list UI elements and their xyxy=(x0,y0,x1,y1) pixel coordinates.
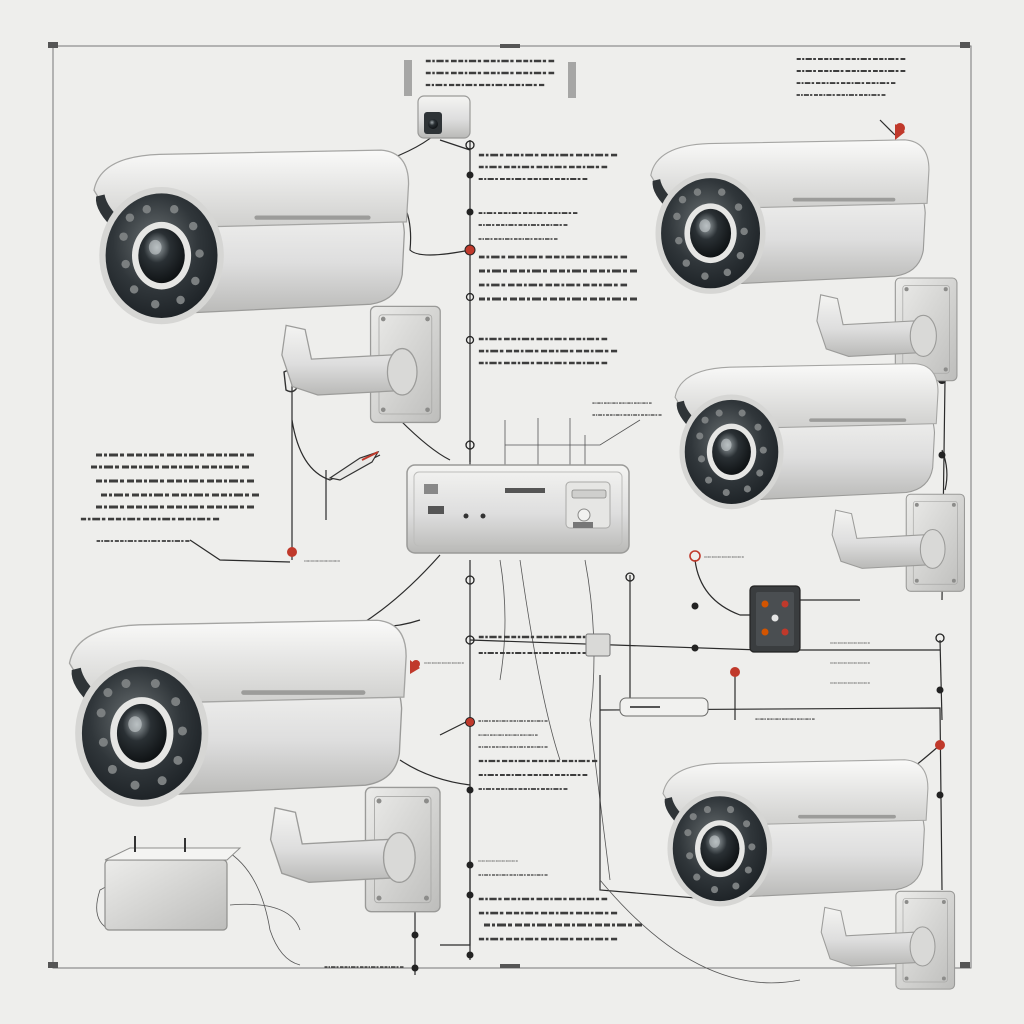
camera-bottom-right xyxy=(663,760,955,989)
note-right-label xyxy=(592,401,662,417)
note-center-2 xyxy=(478,337,618,365)
note-top-center xyxy=(404,59,576,98)
note-center-1 xyxy=(478,153,638,301)
power-supply-icon xyxy=(104,836,242,931)
note-left xyxy=(80,453,340,563)
junction-box-icon xyxy=(749,585,801,653)
camera-top-left xyxy=(94,150,440,422)
note-top-right xyxy=(796,57,906,97)
dvr-recorder-icon xyxy=(406,464,630,554)
note-lower-center xyxy=(478,719,598,791)
red-markers xyxy=(410,124,905,674)
frame-corner-marks xyxy=(48,42,970,968)
note-mid-lower xyxy=(424,635,608,665)
camera-top-right xyxy=(651,140,957,381)
mini-camera-icon xyxy=(417,95,471,139)
inline-connector-icon xyxy=(585,633,709,717)
